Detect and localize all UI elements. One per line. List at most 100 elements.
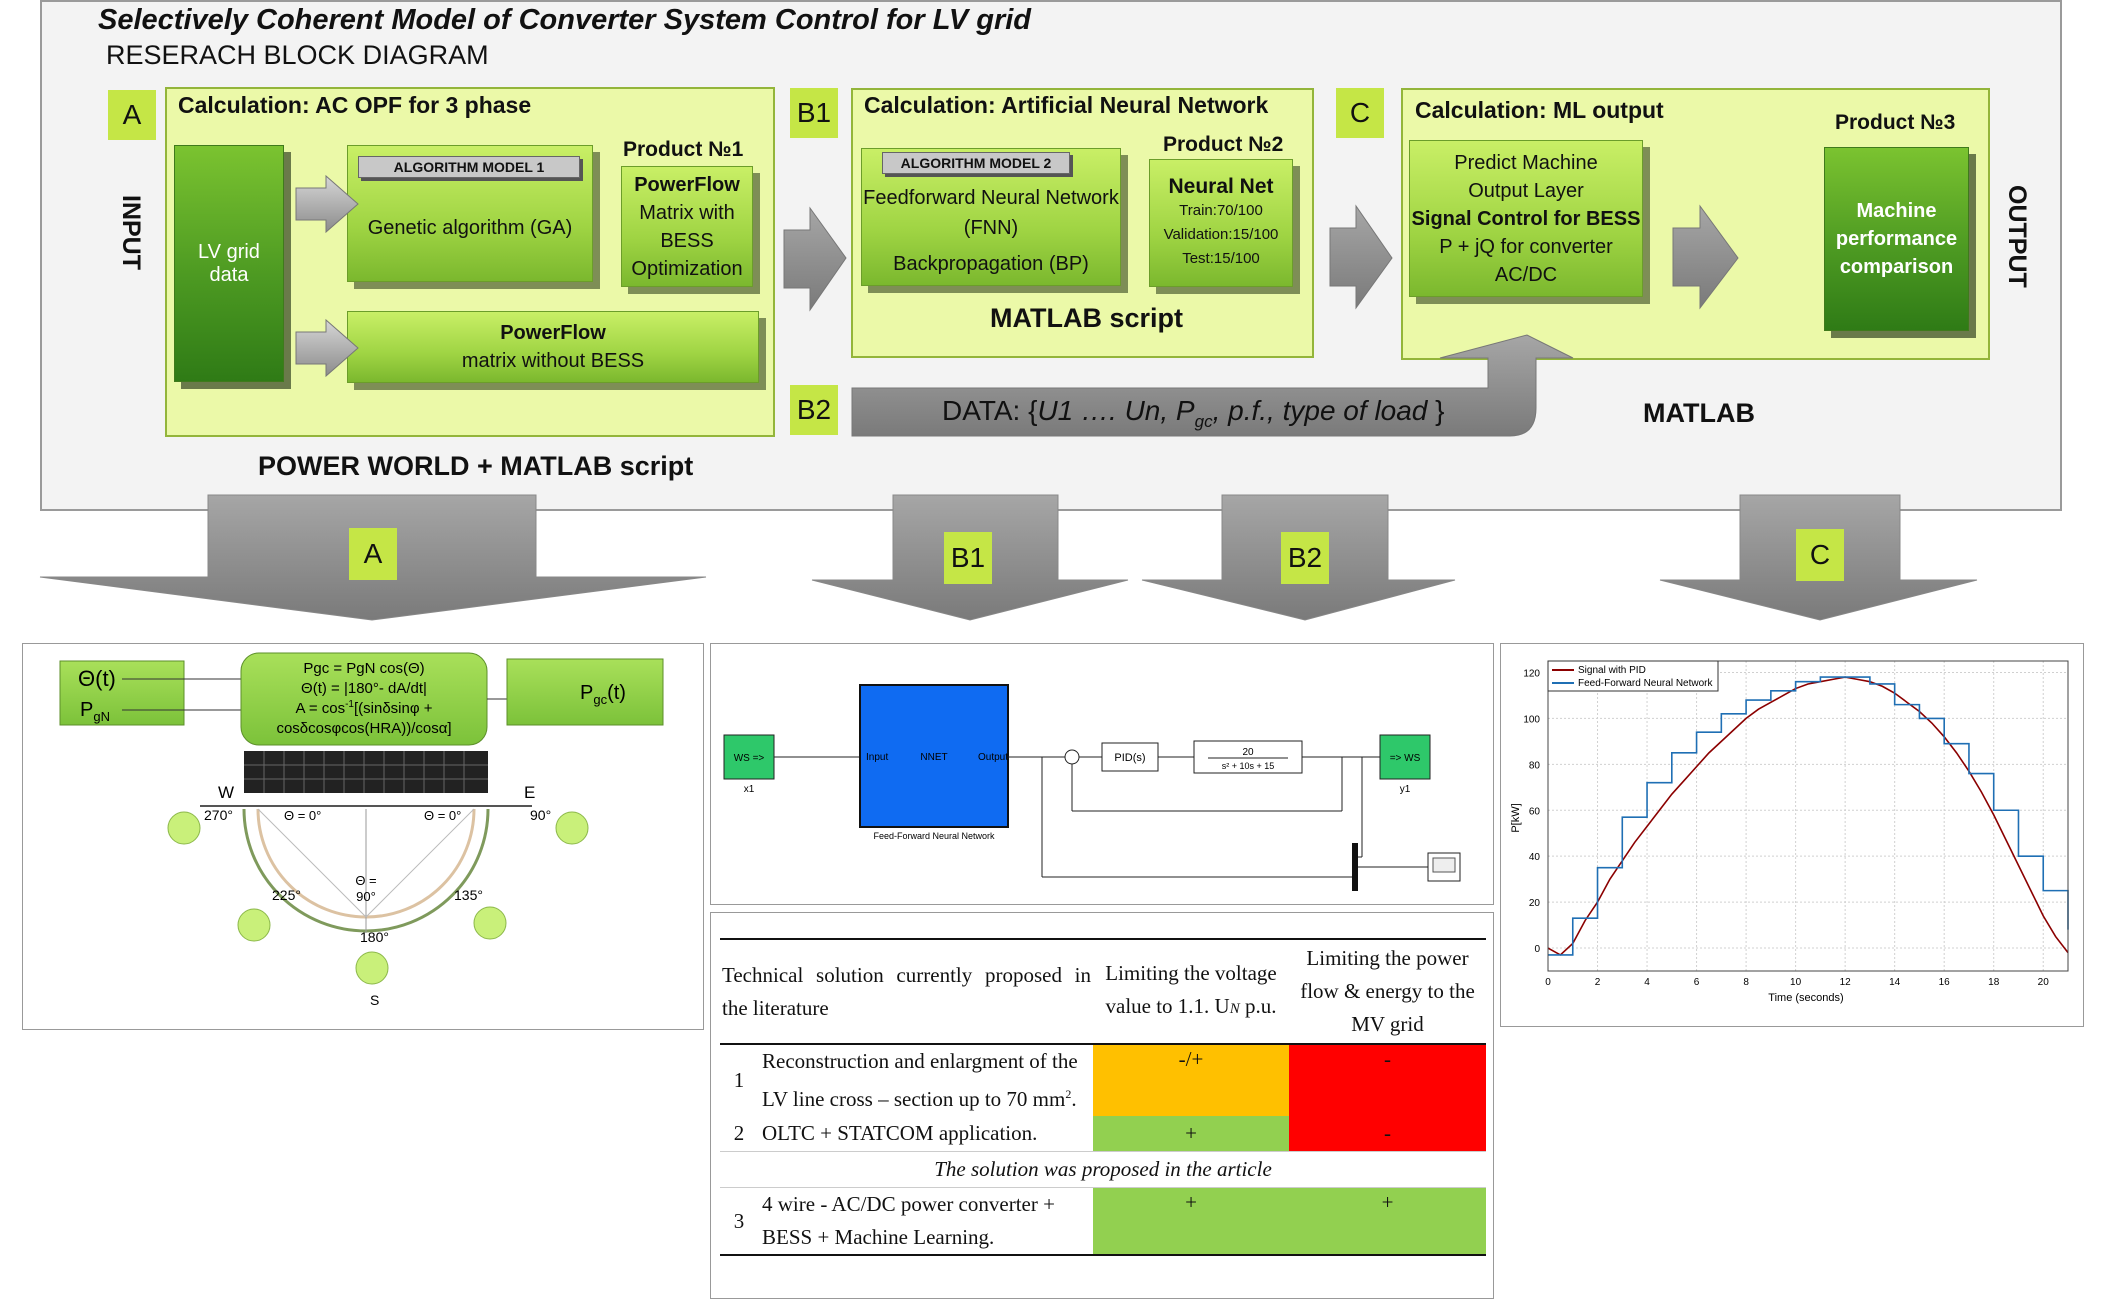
panel-a-letter: A [108, 90, 156, 140]
data-text: DATA: {U1 …. Un, Pgc, p.f., type of load… [942, 395, 1445, 431]
svg-text:Pgc = PgN cos(Θ): Pgc = PgN cos(Θ) [303, 660, 424, 677]
svg-text:PID(s): PID(s) [1114, 752, 1145, 764]
panel-a-title: Calculation: AC OPF for 3 phase [178, 92, 532, 118]
row3-power-cell: + [1289, 1187, 1486, 1255]
y-tick-label: 20 [1529, 898, 1541, 909]
table-row: 1 Reconstruction and enlargment of the L… [720, 1044, 1486, 1116]
y-axis-label: P[kW] [1510, 803, 1522, 832]
algorithm-model-2-tag: ALGORITHM MODEL 2 [882, 152, 1070, 174]
arrow-letter-b2: B2 [1281, 532, 1329, 584]
theta-box [59, 660, 185, 726]
product-1-bold: PowerFlow [634, 173, 740, 196]
pgc-box [506, 658, 664, 726]
data-bar-arrow [851, 334, 1574, 437]
nnet-block [859, 684, 1009, 828]
row2-power-cell: - [1289, 1116, 1486, 1152]
svg-text:W: W [218, 783, 234, 802]
powerworld-label: POWER WORLD + MATLAB script [258, 451, 694, 481]
arrow-b1-to-c [1329, 204, 1393, 310]
ml-output-box: Predict Machine Output Layer Signal Cont… [1409, 140, 1643, 297]
diagram-title: Selectively Coherent Model of Converter … [98, 4, 1032, 36]
svg-text:y1: y1 [1400, 784, 1411, 795]
table-header-solution: Technical solution currently proposed in… [722, 962, 1091, 1020]
panel-c-letter: C [1336, 88, 1384, 138]
svg-text:Θ = 0°: Θ = 0° [424, 808, 461, 823]
svg-text:Feed-Forward Neural Network: Feed-Forward Neural Network [873, 831, 995, 841]
ml-line-2: Output Layer [1468, 179, 1584, 202]
y-tick-label: 80 [1529, 760, 1541, 771]
y-tick-label: 40 [1529, 852, 1541, 863]
ga-label: Genetic algorithm (GA) [367, 217, 573, 239]
matlab-label: MATLAB [1643, 398, 1755, 428]
series-line-0 [1547, 676, 2069, 956]
table-header-power: Limiting the power flow & energy to the … [1300, 946, 1475, 1036]
chart-frame [1500, 643, 2084, 1027]
x-tick-label: 16 [1939, 977, 1951, 988]
arrow-grid-to-ga [295, 174, 359, 234]
neural-net-box: Neural Net Train:70/100 Validation:15/10… [1149, 159, 1293, 287]
svg-text:Θ(t) = |180°- dA/dt|: Θ(t) = |180°- dA/dt| [301, 680, 427, 697]
pid-block [1101, 742, 1159, 772]
y-tick-label: 100 [1523, 714, 1540, 725]
algorithm-model-1-tag: ALGORITHM MODEL 1 [358, 156, 580, 178]
machine-comparison-box: Machine performance comparison [1824, 147, 1969, 331]
solar-panel-frame [22, 643, 704, 1030]
table-header-voltage: Limiting the voltage value to 1.1. UN p.… [1105, 961, 1277, 1018]
x-tick-label: 4 [1644, 977, 1650, 988]
table-row: 2 OLTC + STATCOM application. + - [720, 1116, 1486, 1152]
fnn-label: Feedforward Neural Network (FNN) [863, 187, 1119, 239]
pf-bold: PowerFlow [500, 322, 606, 344]
svg-text:Output: Output [978, 752, 1008, 763]
sun-135 [473, 906, 507, 940]
x-tick-label: 0 [1545, 977, 1551, 988]
x-tick-label: 18 [1988, 977, 2000, 988]
row1-power-cell: - [1289, 1044, 1486, 1116]
x-tick-label: 10 [1790, 977, 1802, 988]
svg-text:x1: x1 [744, 784, 755, 795]
y-tick-label: 60 [1529, 806, 1541, 817]
y-tick-label: 120 [1523, 668, 1540, 679]
panel-b1-letter: B1 [790, 88, 838, 138]
product-3-title: Product №3 [1835, 111, 1956, 134]
arrow-c-to-product3 [1672, 204, 1739, 310]
pgc-label: Pgc(t) [580, 682, 626, 707]
product-1-title: Product №1 [623, 138, 744, 161]
sun-180 [355, 951, 389, 985]
theta-label: Θ(t) [78, 666, 116, 691]
arrow-grid-to-pf [295, 318, 359, 378]
mux-block [1352, 843, 1358, 891]
chart-series [1547, 676, 2069, 956]
svg-text:WS =>: WS => [734, 753, 765, 764]
svg-text:=> WS: => WS [1390, 753, 1421, 764]
svg-text:cosδcosφcos(HRA))/cosα]: cosδcosφcos(HRA))/cosα] [276, 720, 451, 737]
x-tick-label: 20 [2038, 977, 2050, 988]
ml-line-3: Signal Control for BESS [1411, 207, 1641, 230]
series-line-1 [1548, 676, 2069, 956]
nn-validation: Validation:15/100 [1163, 226, 1279, 243]
arrow-letter-a: A [349, 528, 397, 580]
pgn-label: PgN [80, 699, 110, 724]
legend-pid: Signal with PID [1578, 665, 1646, 676]
nn-train: Train:70/100 [1179, 202, 1263, 219]
simulink-model-svg: WS => x1 Input NNET Output Feed-Forward … [723, 684, 1461, 891]
svg-text:A = cos-1[(sinδsinφ +: A = cos-1[(sinδsinφ + [295, 699, 432, 717]
x-tick-label: 6 [1694, 977, 1700, 988]
row3-voltage-cell: + [1093, 1187, 1289, 1255]
x-tick-label: 8 [1743, 977, 1749, 988]
simulink-frame [710, 643, 1494, 905]
input-label: INPUT [117, 195, 145, 270]
product-1-rest: Matrix with BESS Optimization [631, 201, 743, 280]
legend-fnn: Feed-Forward Neural Network [1578, 678, 1713, 689]
ws-output-block [1379, 734, 1431, 780]
pf-rest: matrix without BESS [461, 350, 645, 372]
svg-text:90°: 90° [530, 807, 551, 823]
diagram-subtitle: RESERACH BLOCK DIAGRAM [106, 40, 489, 70]
ws-input-block [723, 734, 775, 780]
svg-text:135°: 135° [454, 887, 483, 903]
y-tick-label: 0 [1534, 944, 1540, 955]
svg-text:Θ = 0°: Θ = 0° [284, 808, 321, 823]
nn-test: Test:15/100 [1182, 250, 1260, 267]
product-1-box: PowerFlow Matrix with BESS Optimization [621, 166, 753, 287]
svg-text:90°: 90° [356, 889, 376, 904]
